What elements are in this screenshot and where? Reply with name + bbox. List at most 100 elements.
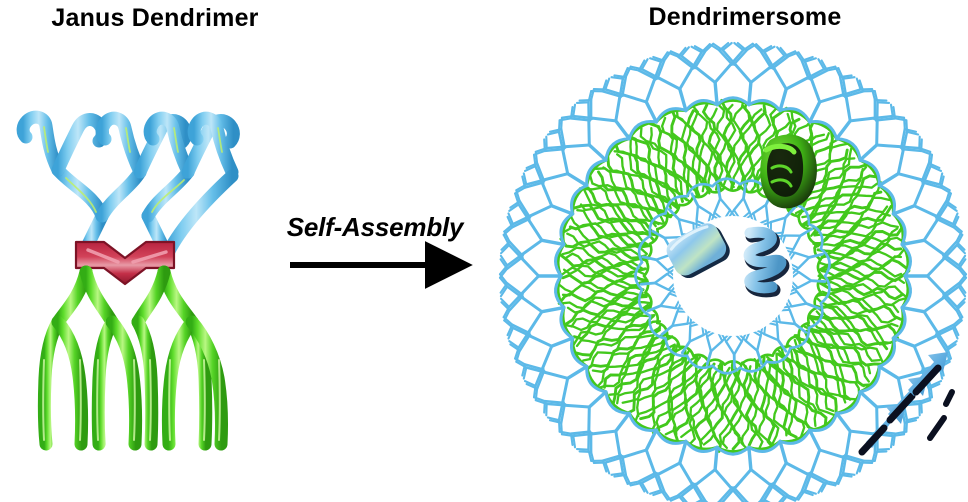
- dendron-stem: [835, 411, 852, 433]
- dendron-branch: [526, 310, 544, 335]
- inner-dendron-stem: [810, 279, 827, 283]
- dendron-branch: [922, 295, 946, 314]
- inner-dendron-terminal: [666, 273, 676, 281]
- outer-dendron-wedge: [835, 411, 906, 485]
- dendron-terminal: [508, 340, 520, 349]
- hydrophobic-junction-arc-inner: [644, 291, 653, 310]
- hydrophobic-junction-arc-inner: [785, 334, 801, 349]
- inner-dendron-terminal: [787, 248, 795, 258]
- dendron-link: [934, 215, 939, 221]
- cargo-slab-body: [666, 223, 727, 276]
- dendron-terminal: [572, 434, 577, 449]
- dendron-terminal: [955, 240, 966, 251]
- dendron-terminal: [499, 254, 509, 267]
- hydrophobic-chain: [572, 203, 656, 242]
- dendron-terminal: [876, 101, 891, 104]
- dendron-branch: [925, 274, 947, 296]
- dendron-terminal: [507, 326, 515, 340]
- inner-dendron-terminal: [752, 212, 757, 223]
- hydrophobic-chain: [823, 280, 908, 299]
- dendron-terminal: [871, 88, 876, 102]
- dendron-terminal: [817, 58, 826, 71]
- hydrophobic-chain: [807, 315, 881, 363]
- inner-dendron-terminal: [742, 211, 751, 219]
- dendron-branch: [848, 429, 877, 436]
- dendron-tip-2: [51, 113, 109, 177]
- dendron-stem: [747, 445, 753, 472]
- hydrophobic-chain: [634, 353, 687, 422]
- dendron-twig: [769, 483, 786, 498]
- hydrophobic-chain: [814, 305, 892, 345]
- dendron-stem: [858, 143, 879, 162]
- inner-dendron-wedge: [770, 300, 808, 334]
- hydrophobic-chain: [639, 126, 691, 203]
- inner-dendron-terminal: [788, 251, 796, 261]
- dendron-twig: [653, 472, 663, 492]
- inner-dendron-stem: [668, 208, 681, 221]
- dendron-twig: [838, 75, 845, 96]
- outer-dendron-wedge: [515, 119, 589, 192]
- dendron-branch: [621, 448, 648, 459]
- dendron-terminal: [837, 67, 845, 80]
- hydrophobic-chain: [805, 329, 872, 375]
- inner-corona-cell-arc: [637, 288, 652, 318]
- inner-dendron-branch: [778, 321, 797, 326]
- dendron-link: [619, 93, 624, 99]
- corona-cell-arc: [570, 184, 589, 216]
- dendrimersome-vesicle: [498, 41, 968, 502]
- hydrophobic-junction-arc-inner: [642, 258, 650, 278]
- dendron-terminal: [610, 76, 624, 80]
- corona-cell-arc: [570, 336, 589, 368]
- dendron-branch: [818, 448, 845, 459]
- hydrophobic-chain: [820, 276, 906, 288]
- dendron-terminal: [610, 472, 624, 476]
- inner-dendron-terminal: [707, 212, 712, 224]
- inner-dendron-terminal: [745, 212, 755, 220]
- hydrophobic-chain: [590, 320, 662, 368]
- beta-sheet-strand-5: [943, 389, 955, 407]
- dendron-branch: [844, 429, 852, 458]
- inner-dendron-wedge: [680, 316, 713, 355]
- dendron-branch: [896, 370, 924, 380]
- hydrophobic-chain: [639, 349, 687, 421]
- dendron-terminal: [523, 165, 537, 172]
- dendron-stem: [540, 305, 566, 314]
- core-bowtie-shape: [74, 240, 176, 286]
- dendron-terminal: [503, 223, 515, 233]
- hydrophobic-chain: [614, 143, 679, 210]
- dendron-twig: [506, 253, 523, 267]
- dendron-stem: [835, 119, 852, 141]
- dendron-branch: [520, 295, 544, 314]
- dendron-terminal: [587, 448, 593, 462]
- dendron-terminal: [955, 243, 966, 255]
- hydrophobic-chain: [780, 347, 836, 417]
- beta-sheet-strand-2: [886, 392, 916, 424]
- dendron-link: [541, 368, 546, 373]
- beta-sheet-strand-1: [858, 424, 888, 456]
- hydrophobic-chain: [766, 355, 806, 438]
- inner-dendron-stem: [755, 349, 763, 365]
- hydrophobic-chain: [670, 109, 701, 198]
- dendron-link: [769, 66, 775, 70]
- dendron-branch: [772, 461, 788, 486]
- inner-dendron-branch: [655, 258, 669, 272]
- dendron-link: [842, 453, 847, 459]
- dendron-twig: [621, 75, 628, 96]
- dendron-terminal: [624, 473, 632, 487]
- core-linker-red: [74, 240, 176, 286]
- hydrophobic-chain: [721, 363, 734, 445]
- dendron-terminal: [680, 494, 688, 502]
- hydrophobic-chain: [711, 361, 727, 453]
- dendron-branch: [540, 181, 554, 208]
- inner-dendron-branch: [795, 290, 808, 305]
- inner-dendron-terminal: [790, 284, 799, 293]
- dendron-tip-1: [16, 110, 65, 177]
- dendron-twig: [921, 162, 931, 182]
- inner-dendron-terminal: [786, 297, 793, 308]
- dendron-branch: [587, 405, 591, 434]
- hydrophobic-junction-arc-inner: [656, 321, 669, 338]
- hydrophobic-chain: [694, 110, 719, 191]
- dendron-twig: [875, 117, 897, 122]
- dendron-terminal: [763, 498, 771, 502]
- inner-dendron-stem: [651, 229, 666, 240]
